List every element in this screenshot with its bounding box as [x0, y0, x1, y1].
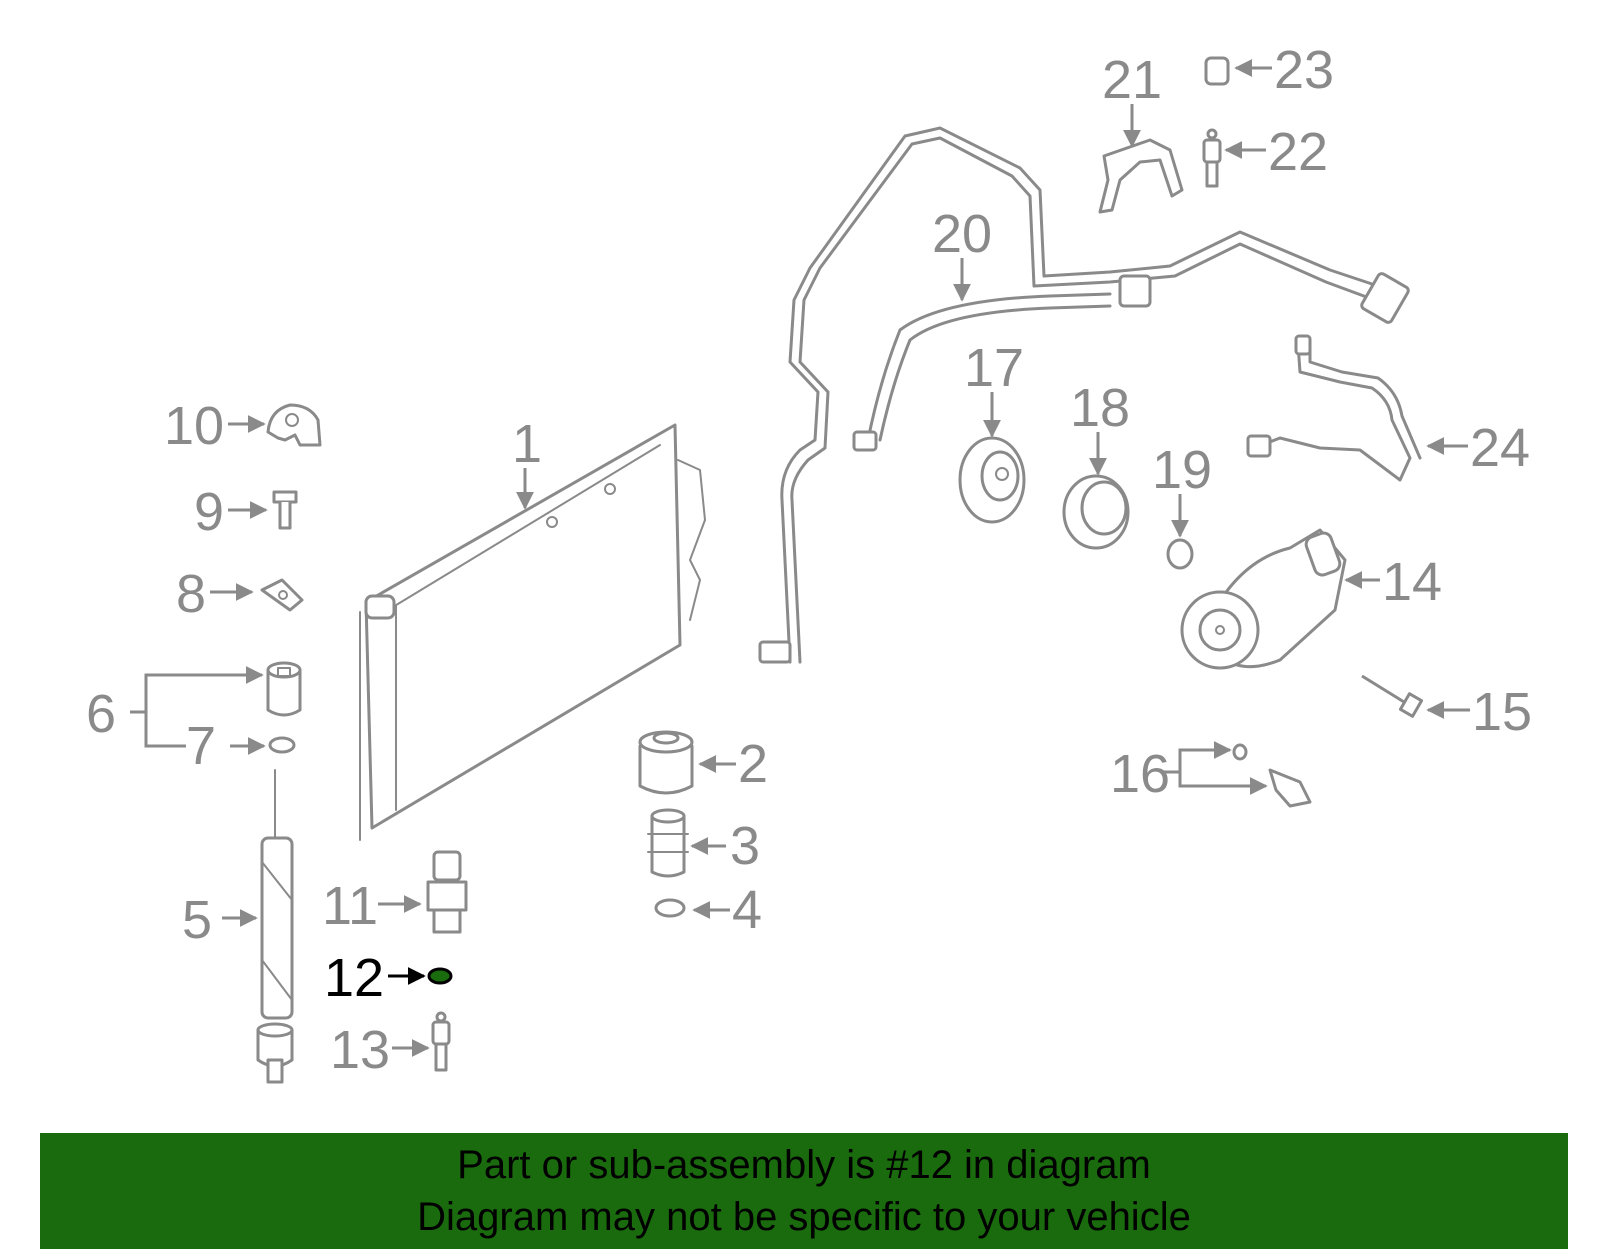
- callout-15: 15: [1472, 682, 1532, 742]
- part-11-pressure-switch: [426, 850, 468, 934]
- part-12-oring-highlighted: [427, 967, 453, 985]
- callout-12: 12: [324, 948, 384, 1008]
- part-13-valve-core: [431, 1011, 451, 1072]
- parts-diagram: 1 2 3 4 5 6 7 8 9 10 11 12 13 14 15 16 1…: [86, 40, 1532, 1084]
- callout-1: 1: [512, 414, 542, 474]
- part-10-isolator: [266, 403, 322, 447]
- callout-20: 20: [932, 204, 992, 264]
- callout-16: 16: [1110, 744, 1170, 804]
- part-23-cap: [1204, 56, 1230, 86]
- part-24-hose: [1246, 334, 1422, 482]
- callout-6: 6: [86, 684, 116, 744]
- callout-22: 22: [1268, 122, 1328, 182]
- part-20-hose-assembly: [758, 126, 1410, 664]
- part-17-clutch-hub: [958, 436, 1026, 524]
- callout-19: 19: [1152, 440, 1212, 500]
- callout-arrows: [130, 59, 1470, 1057]
- callout-9: 9: [194, 482, 224, 542]
- callout-13: 13: [330, 1020, 390, 1080]
- callout-5: 5: [182, 890, 212, 950]
- part-9-bolt: [272, 490, 298, 530]
- part-2-bushing: [638, 730, 694, 795]
- callout-10: 10: [164, 396, 224, 456]
- banner-part-line: Part or sub-assembly is #12 in diagram: [457, 1143, 1151, 1187]
- part-8-bracket: [260, 578, 304, 612]
- part-14-compressor: [1180, 528, 1347, 670]
- callout-7: 7: [186, 716, 216, 776]
- banner-disclaimer-line: Diagram may not be specific to your vehi…: [417, 1195, 1191, 1239]
- part-6-desiccant: [266, 661, 302, 717]
- part-5-receiver-drier: [256, 769, 294, 1084]
- callout-18: 18: [1070, 378, 1130, 438]
- callout-21: 21: [1102, 50, 1162, 110]
- part-4-oring: [654, 898, 686, 918]
- callout-11: 11: [322, 876, 378, 936]
- callout-labels: 1 2 3 4 5 6 7 8 9 10 11 12 13 14 15 16 1…: [86, 40, 1532, 1080]
- part-16-sensor: [1232, 743, 1312, 808]
- part-18-pulley: [1062, 474, 1130, 550]
- callout-4: 4: [732, 880, 762, 940]
- part-21-bracket: [1098, 138, 1184, 214]
- part-15-bolt: [1361, 674, 1424, 718]
- callout-2: 2: [738, 734, 768, 794]
- part-19-snap-ring: [1166, 538, 1194, 570]
- callout-3: 3: [730, 816, 760, 876]
- callout-17: 17: [964, 338, 1024, 398]
- callout-24: 24: [1470, 418, 1530, 478]
- part-7-oring: [268, 736, 296, 754]
- callout-23: 23: [1274, 40, 1334, 100]
- part-3-insulator: [647, 808, 689, 878]
- part-1-condenser: [359, 423, 706, 841]
- part-22-valve-core: [1202, 128, 1222, 188]
- info-banner: Part or sub-assembly is #12 in diagram D…: [40, 1133, 1568, 1249]
- callout-8: 8: [176, 564, 206, 624]
- callout-14: 14: [1382, 552, 1442, 612]
